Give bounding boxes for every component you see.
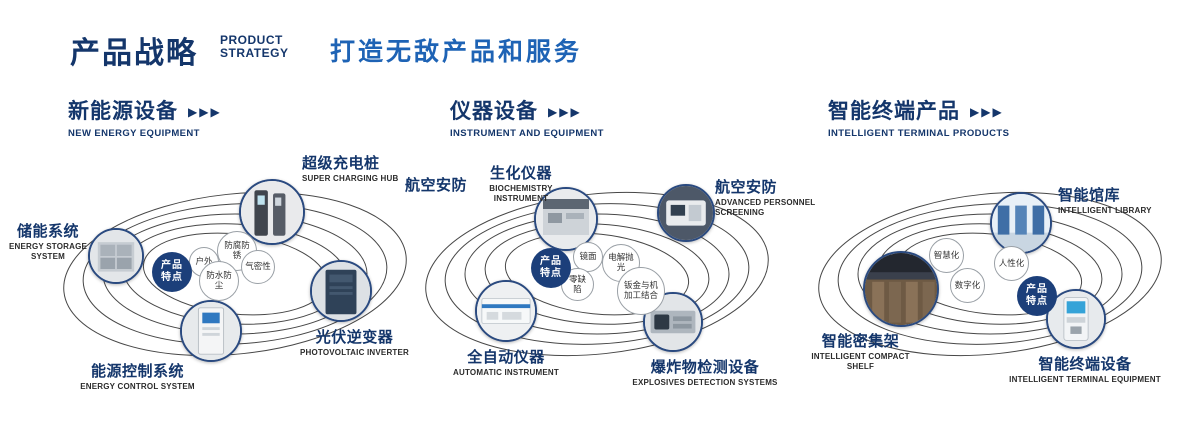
section-title-en: INTELLIGENT TERMINAL PRODUCTS <box>828 128 1010 139</box>
terminal-equipment-photo <box>1046 289 1106 349</box>
product-label: 智能终端设备 INTELLIGENT TERMINAL EQUIPMENT <box>1005 353 1165 385</box>
extra-label-cn: 航空安防 <box>405 177 468 194</box>
feature-bubble: 气密性 <box>241 250 275 284</box>
triple-arrow-icon: ▶▶▶ <box>188 105 222 119</box>
feature-bubble: 防水防尘 <box>199 261 239 301</box>
product-name-cn: 爆炸物检测设备 <box>650 359 760 376</box>
product-label: 智能密集架 INTELLIGENT COMPACT SHELF <box>798 330 923 373</box>
product-name-en: ADVANCED PERSONNEL SCREENING <box>715 198 816 218</box>
product-name-cn: 生化仪器 <box>489 165 552 182</box>
feature-bubble: 钣金与机加工结合 <box>617 267 665 315</box>
section-header-instruments: 仪器设备 ▶▶▶ INSTRUMENT AND EQUIPMENT <box>450 95 604 139</box>
product-label: 爆炸物检测设备 EXPLOSIVES DETECTION SYSTEMS <box>625 356 785 388</box>
badge-line1: 产品 <box>540 256 562 267</box>
feature-bubble: 人性化 <box>994 246 1029 281</box>
product-name-en: ENERGY CONTROL SYSTEM <box>80 382 195 391</box>
product-label: 生化仪器 BIOCHEMISTRY INSTRUMENT <box>462 162 580 205</box>
product-name-en: INTELLIGENT TERMINAL EQUIPMENT <box>1009 375 1161 384</box>
feature-bubble: 智慧化 <box>929 238 964 273</box>
product-features-badge: 产品 特点 <box>152 252 192 292</box>
product-name-en: AUTOMATIC INSTRUMENT <box>453 368 559 377</box>
product-name-en: BIOCHEMISTRY INSTRUMENT <box>489 184 553 204</box>
product-label: 航空安防 ADVANCED PERSONNEL SCREENING <box>715 176 827 219</box>
product-name-cn: 超级充电桩 <box>302 155 380 172</box>
page-title-en-line2: STRATEGY <box>220 46 289 61</box>
product-name-en: ENERGY STORAGE SYSTEM <box>8 242 88 262</box>
product-name-cn: 能源控制系统 <box>90 363 184 380</box>
page-title: 产品战略 <box>70 37 198 70</box>
energy-control-photo <box>180 300 242 362</box>
product-features-badge: 产品 特点 <box>1017 276 1057 316</box>
product-name-cn: 智能密集架 <box>821 333 900 350</box>
product-name-cn: 智能终端设备 <box>1038 356 1132 373</box>
photovoltaic-inverter-photo <box>310 260 372 322</box>
badge-line2: 特点 <box>161 272 183 283</box>
product-label: 智能馆库 INTELLIGENT LIBRARY <box>1058 184 1178 216</box>
personnel-screening-photo <box>657 184 715 242</box>
badge-line1: 产品 <box>161 260 183 271</box>
automatic-instrument-photo <box>475 280 537 342</box>
section-title-en: NEW ENERGY EQUIPMENT <box>68 128 200 139</box>
product-name-en: EXPLOSIVES DETECTION SYSTEMS <box>632 378 778 387</box>
product-label: 超级充电桩 SUPER CHARGING HUB <box>302 152 412 184</box>
feature-bubble: 镜面 <box>573 242 603 272</box>
triple-arrow-icon: ▶▶▶ <box>970 105 1004 119</box>
product-label: 光伏逆变器 PHOTOVOLTAIC INVERTER <box>292 326 417 358</box>
intelligent-library-photo <box>990 192 1052 254</box>
biochemistry-instrument-photo <box>534 187 598 251</box>
section-header-intelligent-terminal: 智能终端产品 ▶▶▶ INTELLIGENT TERMINAL PRODUCTS <box>828 95 1009 139</box>
compact-shelf-photo <box>863 251 939 327</box>
product-name-en: SUPER CHARGING HUB <box>302 174 399 183</box>
badge-line2: 特点 <box>540 268 562 279</box>
page-title-en-line1: PRODUCT <box>220 33 283 47</box>
energy-storage-photo <box>88 228 144 284</box>
section-title-cn: 仪器设备 <box>450 100 538 123</box>
product-name-en: INTELLIGENT LIBRARY <box>1058 206 1152 215</box>
section-title-en: INSTRUMENT AND EQUIPMENT <box>450 128 604 139</box>
section-title-cn: 新能源设备 <box>68 100 178 123</box>
product-name-cn: 智能馆库 <box>1058 187 1121 204</box>
product-name-cn: 光伏逆变器 <box>315 329 394 346</box>
product-label: 储能系统 ENERGY STORAGE SYSTEM <box>6 220 90 263</box>
badge-line2: 特点 <box>1026 296 1048 307</box>
section-header-new-energy: 新能源设备 ▶▶▶ NEW ENERGY EQUIPMENT <box>68 95 222 139</box>
aviation-security-label: 航空安防 <box>405 174 467 195</box>
product-label: 能源控制系统 ENERGY CONTROL SYSTEM <box>70 360 205 392</box>
product-name-cn: 储能系统 <box>16 223 79 240</box>
product-label: 全自动仪器 AUTOMATIC INSTRUMENT <box>440 346 572 378</box>
section-title-cn: 智能终端产品 <box>828 100 960 123</box>
product-name-en: INTELLIGENT COMPACT SHELF <box>811 352 910 372</box>
triple-arrow-icon: ▶▶▶ <box>548 105 582 119</box>
badge-line1: 产品 <box>1026 284 1048 295</box>
product-features-badge: 产品 特点 <box>531 248 571 288</box>
super-charging-hub-photo <box>239 179 305 245</box>
feature-bubble: 数字化 <box>950 268 985 303</box>
product-name-en: PHOTOVOLTAIC INVERTER <box>299 348 410 357</box>
page-title-en: PRODUCT STRATEGY <box>220 33 289 61</box>
product-name-cn: 全自动仪器 <box>467 349 545 366</box>
product-name-cn: 航空安防 <box>715 179 778 196</box>
slogan: 打造无敌产品和服务 <box>330 38 583 66</box>
